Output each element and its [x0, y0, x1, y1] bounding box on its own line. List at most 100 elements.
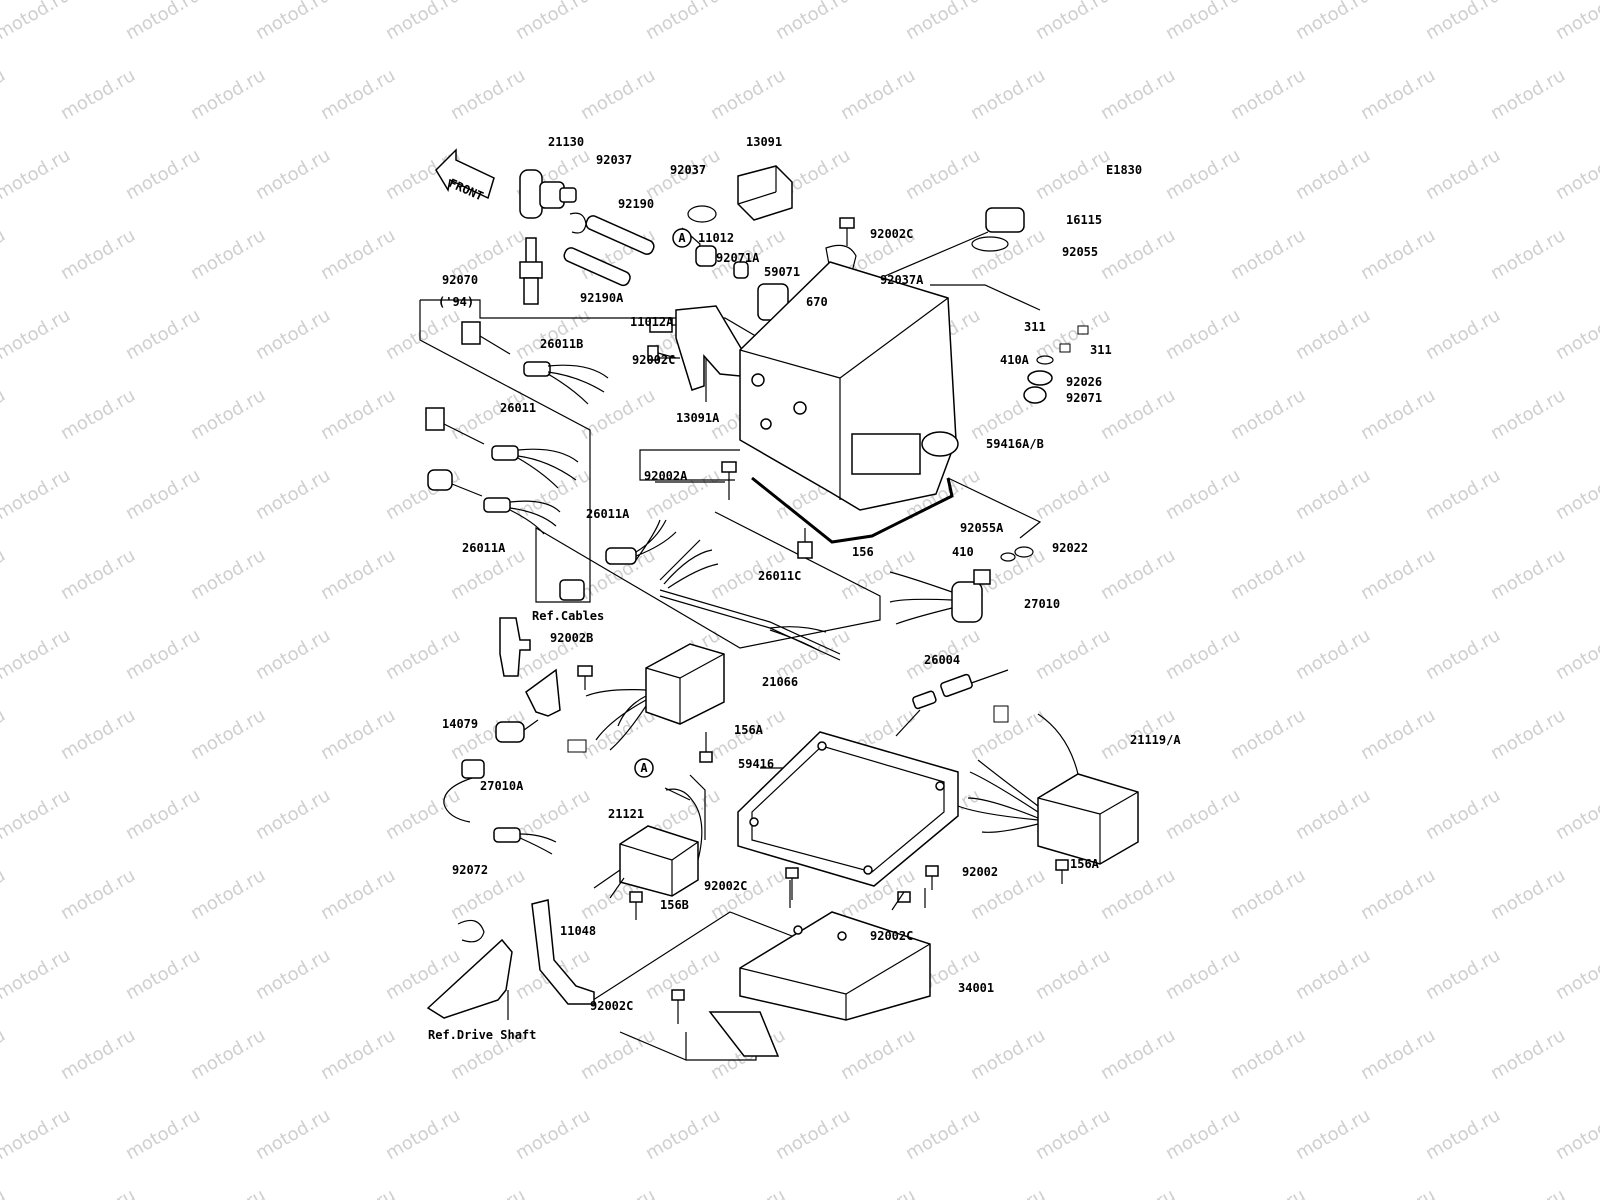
part-label-92071a: 92071A	[716, 251, 760, 265]
watermark-text: motod.ru	[772, 1105, 854, 1164]
part-label-21066: 21066	[762, 675, 798, 689]
watermark-text: motod.ru	[0, 145, 74, 204]
part-label-92190a: 92190A	[580, 291, 624, 305]
part-26004	[895, 669, 1009, 737]
watermark-text: motod.ru	[187, 545, 269, 604]
watermark-text: motod.ru	[1292, 625, 1374, 684]
watermark-text: motod.ru	[0, 945, 74, 1004]
watermark-text: motod.ru	[1032, 945, 1114, 1004]
watermark-text: motod.ru	[1552, 465, 1600, 524]
part-label-92055a: 92055A	[960, 521, 1004, 535]
part-label-670: 670	[806, 295, 828, 309]
bracket-ref-drive-shaft	[426, 938, 513, 1019]
part-label-92002: 92002	[962, 865, 998, 879]
watermark-text: motod.ru	[187, 1185, 269, 1200]
part-label-92055: 92055	[1062, 245, 1098, 259]
part-label-311: 311	[1090, 343, 1112, 357]
watermark-text: motod.ru	[0, 1025, 9, 1084]
watermark-text: motod.ru	[252, 1105, 334, 1164]
watermark-text: motod.ru	[707, 1185, 789, 1200]
watermark-text: motod.ru	[1292, 0, 1374, 44]
part-label-59071: 59071	[764, 265, 800, 279]
bolt-92002C-lower-a	[785, 867, 799, 900]
watermark-text: motod.ru	[707, 865, 789, 924]
watermark-text: motod.ru	[57, 385, 139, 444]
watermark-text: motod.ru	[1097, 65, 1179, 124]
watermark-text: motod.ru	[1487, 65, 1569, 124]
watermark-text: motod.ru	[1032, 1105, 1114, 1164]
clip-92072	[457, 919, 485, 943]
watermark-text: motod.ru	[122, 945, 204, 1004]
watermark-text: motod.ru	[1422, 945, 1504, 1004]
watermark-text: motod.ru	[0, 1105, 74, 1164]
watermark-text: motod.ru	[122, 465, 204, 524]
watermark-text: motod.ru	[187, 65, 269, 124]
watermark-text: motod.ru	[57, 545, 139, 604]
part-label-92190: 92190	[618, 197, 654, 211]
watermark-text: motod.ru	[1162, 625, 1244, 684]
part-label-26011a: 26011A	[462, 541, 506, 555]
bolt-156B	[629, 891, 643, 920]
coil-21121	[593, 788, 703, 899]
watermark-text: motod.ru	[252, 785, 334, 844]
watermark-text: motod.ru	[1422, 785, 1504, 844]
callout-a-mid: A	[634, 758, 654, 778]
watermark-text: motod.ru	[1357, 385, 1439, 444]
watermark-text: motod.ru	[317, 545, 399, 604]
part-label-11012: 11012	[698, 231, 734, 245]
part-label-92002c: 92002C	[870, 227, 913, 241]
year-note: ('94)	[438, 295, 474, 309]
watermark-text: motod.ru	[1552, 0, 1600, 44]
cdi-21119A	[957, 705, 1139, 865]
sensor-26011	[425, 407, 579, 489]
ref-cables-label: Ref.Cables	[532, 609, 604, 623]
gasket-92055A	[751, 476, 954, 544]
front-arrow-icon	[435, 148, 495, 200]
part-label-92070: 92070	[442, 273, 478, 287]
part-label-156b: 156B	[660, 898, 689, 912]
watermark-text: motod.ru	[1292, 305, 1374, 364]
plate-59416	[737, 731, 959, 887]
watermark-text: motod.ru	[0, 785, 74, 844]
watermark-text: motod.ru	[122, 305, 204, 364]
watermark-text: motod.ru	[1292, 465, 1374, 524]
watermark-text: motod.ru	[1487, 1025, 1569, 1084]
watermark-text: motod.ru	[187, 705, 269, 764]
watermark-text: motod.ru	[317, 1185, 399, 1200]
part-label-26011b: 26011B	[540, 337, 583, 351]
watermark-text: motod.ru	[642, 0, 724, 44]
watermark-text: motod.ru	[187, 225, 269, 284]
watermark-text: motod.ru	[1227, 545, 1309, 604]
watermark-text: motod.ru	[382, 625, 464, 684]
watermark-text: motod.ru	[1552, 305, 1600, 364]
regulator-21066	[567, 643, 725, 753]
part-label-92071: 92071	[1066, 391, 1102, 405]
part-label-14079: 14079	[442, 717, 478, 731]
watermark-text: motod.ru	[1552, 625, 1600, 684]
watermark-text: motod.ru	[317, 1025, 399, 1084]
watermark-text: motod.ru	[1097, 1025, 1179, 1084]
watermark-text: motod.ru	[1357, 865, 1439, 924]
watermark-text: motod.ru	[252, 945, 334, 1004]
part-label-13091: 13091	[746, 135, 782, 149]
watermark-text: motod.ru	[57, 705, 139, 764]
ref-drive-shaft-label: Ref.Drive Shaft	[428, 1028, 536, 1042]
watermark-text: motod.ru	[57, 865, 139, 924]
watermark-text: motod.ru	[0, 385, 9, 444]
watermark-text: motod.ru	[122, 1105, 204, 1164]
watermark-text: motod.ru	[1422, 145, 1504, 204]
watermark-text: motod.ru	[1552, 145, 1600, 204]
bolt-92002C-lower-c	[671, 989, 685, 1024]
callout-a-top-label: A	[678, 231, 686, 245]
watermark-text: motod.ru	[902, 145, 984, 204]
watermark-text: motod.ru	[1357, 705, 1439, 764]
ring-410	[1000, 552, 1016, 562]
watermark-text: motod.ru	[382, 0, 464, 44]
watermark-text: motod.ru	[577, 1025, 659, 1084]
watermark-text: motod.ru	[512, 785, 594, 844]
cap-16115	[971, 207, 1025, 252]
bolt-156A-center	[699, 732, 713, 763]
watermark-text: motod.ru	[512, 0, 594, 44]
watermark-text: motod.ru	[1162, 945, 1244, 1004]
